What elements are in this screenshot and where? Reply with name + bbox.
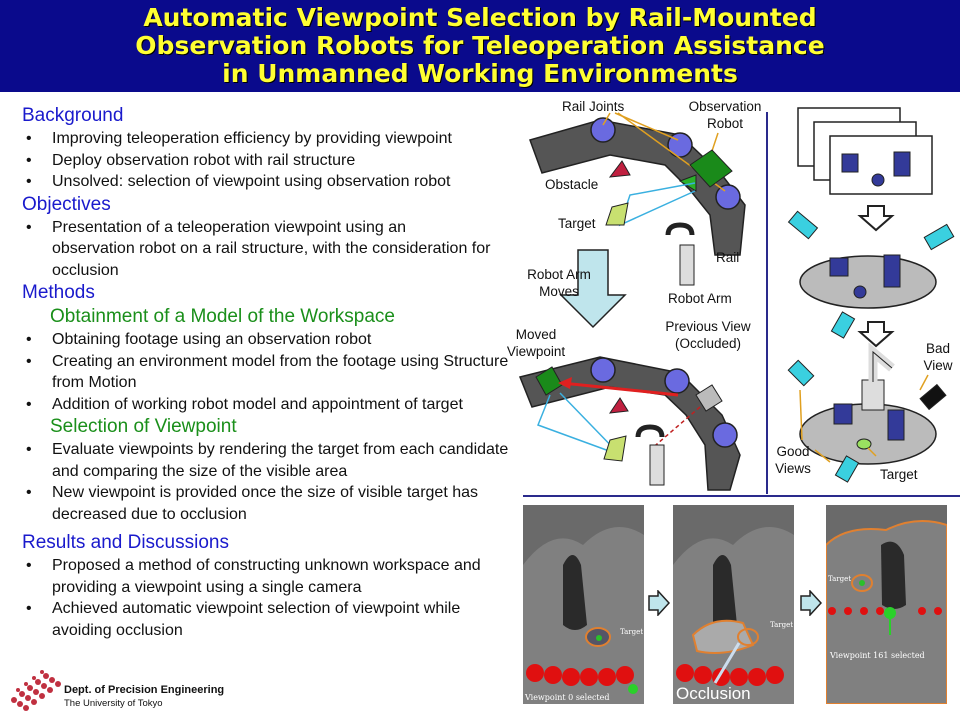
list-item: Proposed a method of constructing unknow… bbox=[22, 555, 522, 598]
label-observation-robot: Observation Robot bbox=[688, 99, 762, 131]
label-good-views: Good Views bbox=[775, 444, 811, 476]
target-icon bbox=[605, 202, 629, 226]
vertical-divider bbox=[766, 112, 768, 494]
arrow-2-icon bbox=[800, 589, 823, 621]
logo-line-1: Dept. of Precision Engineering bbox=[64, 684, 225, 696]
photo2-target-label: Target bbox=[770, 621, 794, 629]
photo2-occlusion-label: Occlusion bbox=[676, 684, 751, 703]
objectives-list: Presentation of a teleoperation viewpoin… bbox=[22, 217, 527, 282]
title-line-3: in Unmanned Working Environments bbox=[222, 59, 738, 88]
methods-sub1: Obtainment of a Model of the Workspace bbox=[50, 306, 395, 327]
list-item: Evaluate viewpoints by rendering the tar… bbox=[22, 439, 512, 482]
results-heading: Results and Discussions bbox=[22, 532, 229, 553]
viewpoint-pipeline-diagram bbox=[787, 107, 955, 483]
result-photo-3: Target Viewpoint 161 selected bbox=[826, 505, 947, 704]
label-target: Target bbox=[558, 216, 596, 231]
background-heading: Background bbox=[22, 105, 124, 126]
label-moved-viewpoint: Moved Viewpoint bbox=[506, 327, 566, 359]
label-rail-joints: Rail Joints bbox=[562, 99, 625, 114]
arrow-1-icon bbox=[648, 589, 671, 621]
objectives-heading: Objectives bbox=[22, 193, 111, 215]
list-item: Achieved automatic viewpoint selection o… bbox=[22, 598, 492, 641]
label-robot-arm-moves: Robot Arm Moves bbox=[527, 267, 591, 299]
methods-heading: Methods bbox=[22, 282, 95, 303]
list-item: Obtaining footage using an observation r… bbox=[22, 329, 527, 351]
result-photo-1: Target Viewpoint 0 selected bbox=[523, 505, 644, 704]
list-item: Deploy observation robot with rail struc… bbox=[22, 150, 527, 172]
photo3-target-label: Target bbox=[828, 575, 852, 583]
horizontal-divider bbox=[523, 495, 960, 497]
list-item: Addition of working robot model and appo… bbox=[22, 394, 572, 416]
label-rail: Rail bbox=[716, 250, 740, 265]
methods-sub2: Selection of Viewpoint bbox=[50, 416, 237, 437]
photo3-caption: Viewpoint 161 selected bbox=[830, 651, 925, 660]
background-list: Improving teleoperation efficiency by pr… bbox=[22, 128, 527, 193]
logo-line-2: The University of Tokyo bbox=[64, 698, 163, 709]
rail-diagram bbox=[518, 112, 746, 491]
text-column: Background Improving teleoperation effic… bbox=[22, 104, 527, 641]
photo1-caption: Viewpoint 0 selected bbox=[525, 693, 610, 702]
label-previous-view: Previous View (Occluded) bbox=[665, 319, 751, 351]
logo-text: Dept. of Precision Engineering The Unive… bbox=[64, 684, 224, 710]
methods-sub1-list: Obtaining footage using an observation r… bbox=[22, 329, 527, 415]
title-line-1: Automatic Viewpoint Selection by Rail-Mo… bbox=[143, 3, 817, 32]
camera-icon bbox=[787, 210, 955, 251]
result-photo-2: Target Occlusion bbox=[673, 505, 794, 704]
obstacle-icon bbox=[608, 160, 631, 178]
label-obstacle: Obstacle bbox=[545, 177, 599, 192]
list-item: Improving teleoperation efficiency by pr… bbox=[22, 128, 527, 150]
down-arrow bbox=[559, 249, 627, 329]
rail-bottom bbox=[518, 356, 741, 491]
label-bad-view: Bad View bbox=[923, 341, 953, 373]
results-list: Proposed a method of constructing unknow… bbox=[22, 555, 527, 641]
list-item: New viewpoint is provided once the size … bbox=[22, 482, 522, 525]
department-logo bbox=[6, 660, 62, 719]
title-line-2: Observation Robots for Teleoperation Ass… bbox=[135, 31, 825, 60]
rail-joint-3 bbox=[715, 184, 741, 210]
list-item: Unsolved: selection of viewpoint using o… bbox=[22, 171, 527, 193]
list-item: Presentation of a teleoperation viewpoin… bbox=[22, 217, 492, 282]
title-bar bbox=[0, 0, 960, 92]
label-right-target: Target bbox=[880, 467, 918, 482]
robot-arm-model-icon bbox=[861, 342, 895, 411]
rail-joint-1 bbox=[590, 117, 616, 143]
robot-arm-icon bbox=[665, 222, 695, 286]
list-item: Creating an environment model from the f… bbox=[22, 351, 512, 394]
label-robot-arm: Robot Arm bbox=[668, 291, 732, 306]
rail-top bbox=[529, 112, 746, 286]
methods-sub2-list: Evaluate viewpoints by rendering the tar… bbox=[22, 439, 527, 525]
image-stack bbox=[797, 107, 933, 195]
poster-title: Automatic Viewpoint Selection by Rail-Mo… bbox=[0, 4, 960, 88]
photo1-target-label: Target bbox=[620, 628, 644, 636]
